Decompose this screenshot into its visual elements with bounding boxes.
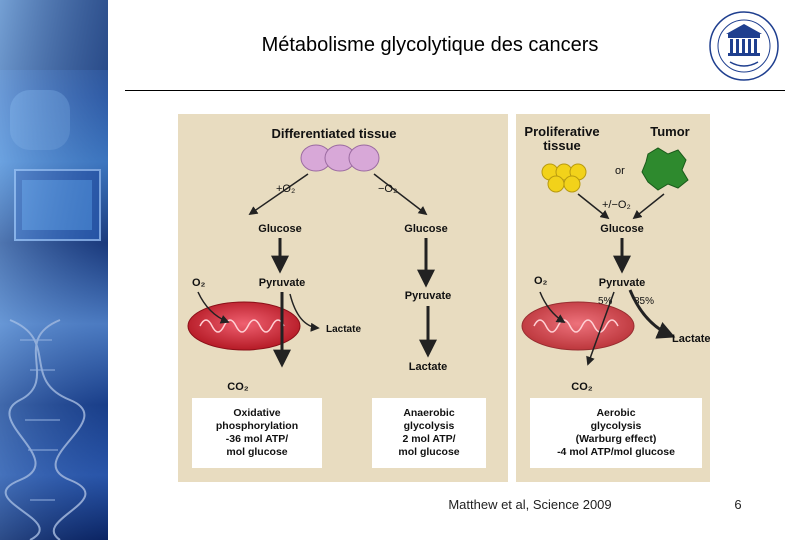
dna-helix-graphic <box>0 0 108 540</box>
glucose-label-right: Glucose <box>600 223 643 235</box>
decorative-side-banner <box>0 0 108 540</box>
ae-line-2: glycolysis <box>591 420 642 432</box>
ae-line-3: (Warburg effect) <box>576 433 657 445</box>
plus-o2-label: +O₂ <box>276 183 295 195</box>
pyruvate-label-1: Pyruvate <box>259 277 305 289</box>
ae-line-4: -4 mol ATP/mol glucose <box>557 446 675 458</box>
oxidative-phosphorylation-box <box>192 398 322 468</box>
mitochondrion-icon-right <box>521 301 635 351</box>
lactate-small-label: Lactate <box>326 324 361 335</box>
ox-line-3: -36 mol ATP/ <box>226 433 289 445</box>
figure-citation: Matthew et al, Science 2009 <box>448 497 612 512</box>
co2-label-right: CO₂ <box>571 381 593 393</box>
percent-85-label: 85% <box>634 296 654 307</box>
plus-minus-o2-label: +/−O₂ <box>602 199 631 211</box>
tumor-cells-icon <box>641 147 689 191</box>
proliferative-heading-line-1: Proliferative <box>524 124 599 139</box>
glucose-label-2: Glucose <box>404 223 447 235</box>
ox-line-4: mol glucose <box>226 446 287 458</box>
o2-label-left: O₂ <box>192 277 206 289</box>
differentiated-tissue-heading: Differentiated tissue <box>272 126 397 141</box>
proliferative-heading-line-2: tissue <box>543 138 581 153</box>
co2-label-left: CO₂ <box>227 381 249 393</box>
ae-line-1: Aerobic <box>596 407 635 419</box>
minus-o2-label: −O₂ <box>378 183 397 195</box>
slide-title: Métabolisme glycolytique des cancers <box>261 34 599 56</box>
title-divider <box>125 90 785 91</box>
pyruvate-label-right: Pyruvate <box>599 277 645 289</box>
percent-5-label: 5% <box>598 296 613 307</box>
differentiated-cells-icon <box>300 144 380 172</box>
ox-line-2: phosphorylation <box>216 420 298 432</box>
an-line-4: mol glucose <box>398 446 459 458</box>
an-line-3: 2 mol ATP/ <box>402 433 455 445</box>
anaerobic-glycolysis-box <box>372 398 486 468</box>
university-seal-logo <box>709 11 779 81</box>
lactate-label-left: Lactate <box>409 361 448 373</box>
or-label: or <box>615 165 625 177</box>
glucose-label-1: Glucose <box>258 223 301 235</box>
mitochondrion-icon <box>187 301 301 351</box>
o2-label-right: O₂ <box>534 275 548 287</box>
warburg-metabolism-figure: Differentiated tissue +O₂ −O₂ Glucose Gl… <box>178 114 710 482</box>
proliferative-cells-icon <box>541 163 587 193</box>
lactate-label-right: Lactate <box>672 333 710 345</box>
page-number: 6 <box>734 497 742 512</box>
tumor-heading: Tumor <box>650 124 689 139</box>
an-line-1: Anaerobic <box>403 407 455 419</box>
aerobic-glycolysis-box <box>530 398 702 468</box>
an-line-2: glycolysis <box>404 420 455 432</box>
pyruvate-label-2: Pyruvate <box>405 290 451 302</box>
ox-line-1: Oxidative <box>233 407 280 419</box>
